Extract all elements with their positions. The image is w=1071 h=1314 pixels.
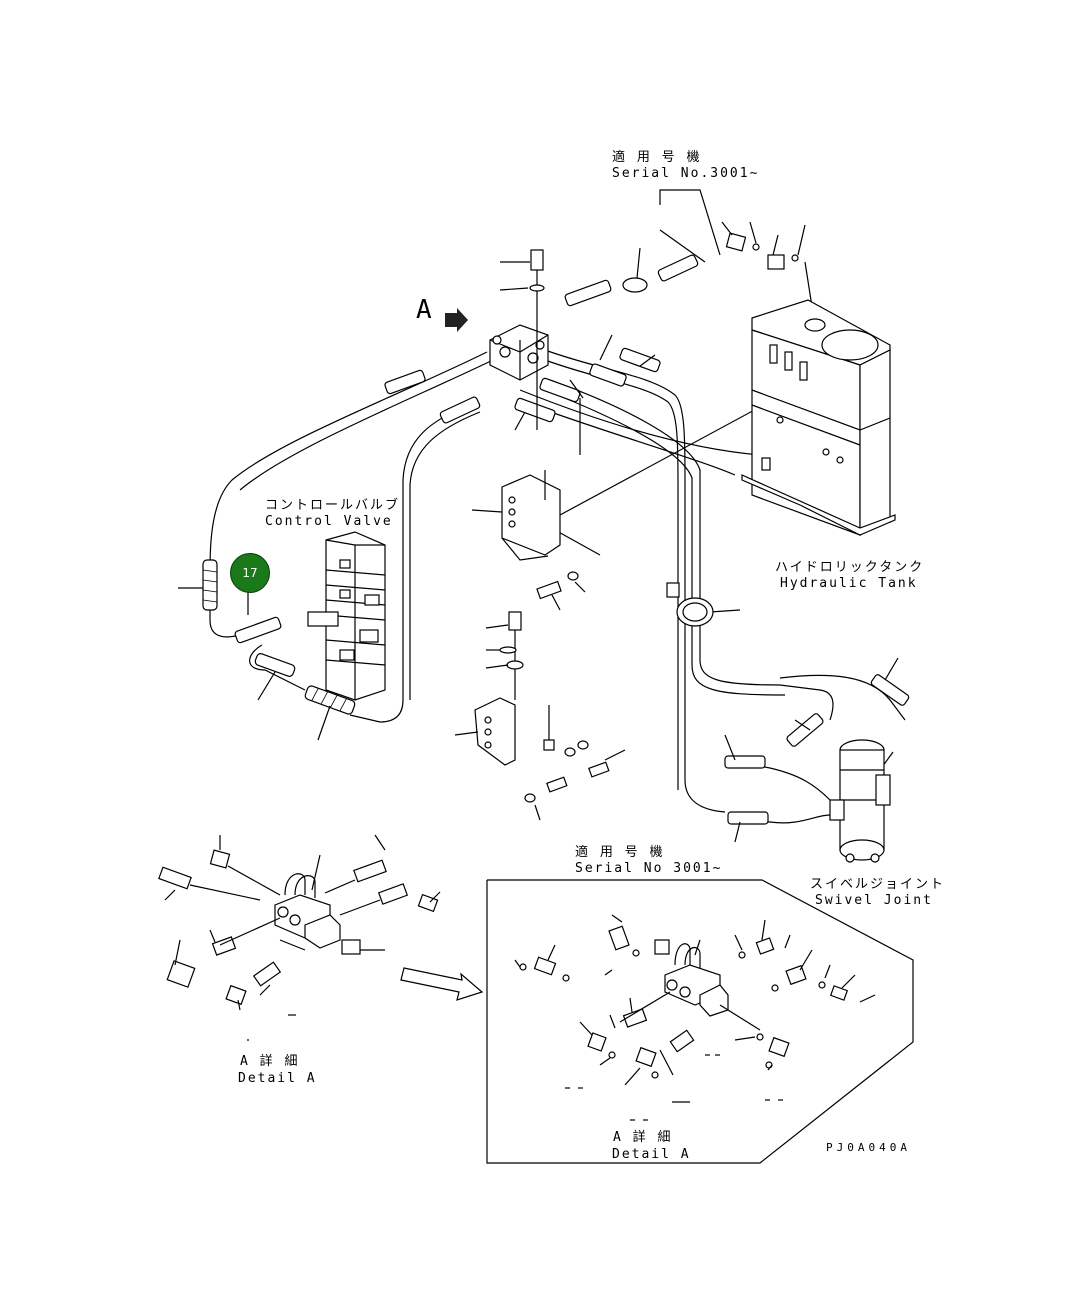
serial-bracket-top — [659, 189, 721, 263]
detail-right-en: Detail A — [612, 1147, 691, 1162]
valve-block-top — [489, 324, 549, 381]
control-valve-en: Control Valve — [265, 514, 393, 529]
detail-right-jp: A 詳 細 — [613, 1130, 673, 1145]
hose-clamp — [666, 582, 714, 627]
serial-bottom-jp: 適 用 号 機 — [575, 845, 665, 860]
detail-pointer-arrow — [400, 967, 484, 1001]
hydraulic-tank-jp: ハイドロリックタンク — [775, 560, 925, 575]
view-arrow-a — [445, 308, 468, 332]
mounting-bracket-upper — [471, 470, 561, 561]
hose-armor — [202, 254, 910, 825]
control-valve-leaders — [178, 334, 899, 843]
hydraulic-tank — [741, 299, 896, 536]
swivel-joint — [829, 739, 891, 863]
detail-a-right-frame — [486, 879, 914, 1164]
swivel-joint-en: Swivel Joint — [815, 893, 933, 908]
detail-left-en: Detail A — [238, 1071, 317, 1086]
view-arrow-a-label: A — [416, 295, 432, 325]
detail-left-jp: A 詳 細 — [240, 1054, 300, 1069]
swivel-joint-jp: スイベルジョイント — [810, 877, 946, 892]
control-valve — [307, 531, 386, 701]
serial-top-jp: 適 用 号 機 — [612, 150, 702, 165]
part-callout-17[interactable]: 17 — [230, 553, 270, 593]
hydraulic-tank-en: Hydraulic Tank — [780, 576, 918, 591]
bolt-top — [499, 249, 545, 430]
serial-bottom-en: Serial No 3001~ — [575, 861, 723, 876]
control-valve-jp: コントロールバルブ — [265, 498, 401, 513]
detail-a-left — [158, 834, 441, 1041]
bolt-washer-upper — [536, 571, 586, 611]
serial-top-en: Serial No.3001~ — [612, 166, 760, 181]
mounting-bracket-lower — [454, 611, 626, 821]
elbow-fitting-top — [622, 247, 648, 293]
detail-a-right-parts — [514, 914, 876, 1121]
drawing-code: PJ0A040A — [826, 1141, 911, 1154]
